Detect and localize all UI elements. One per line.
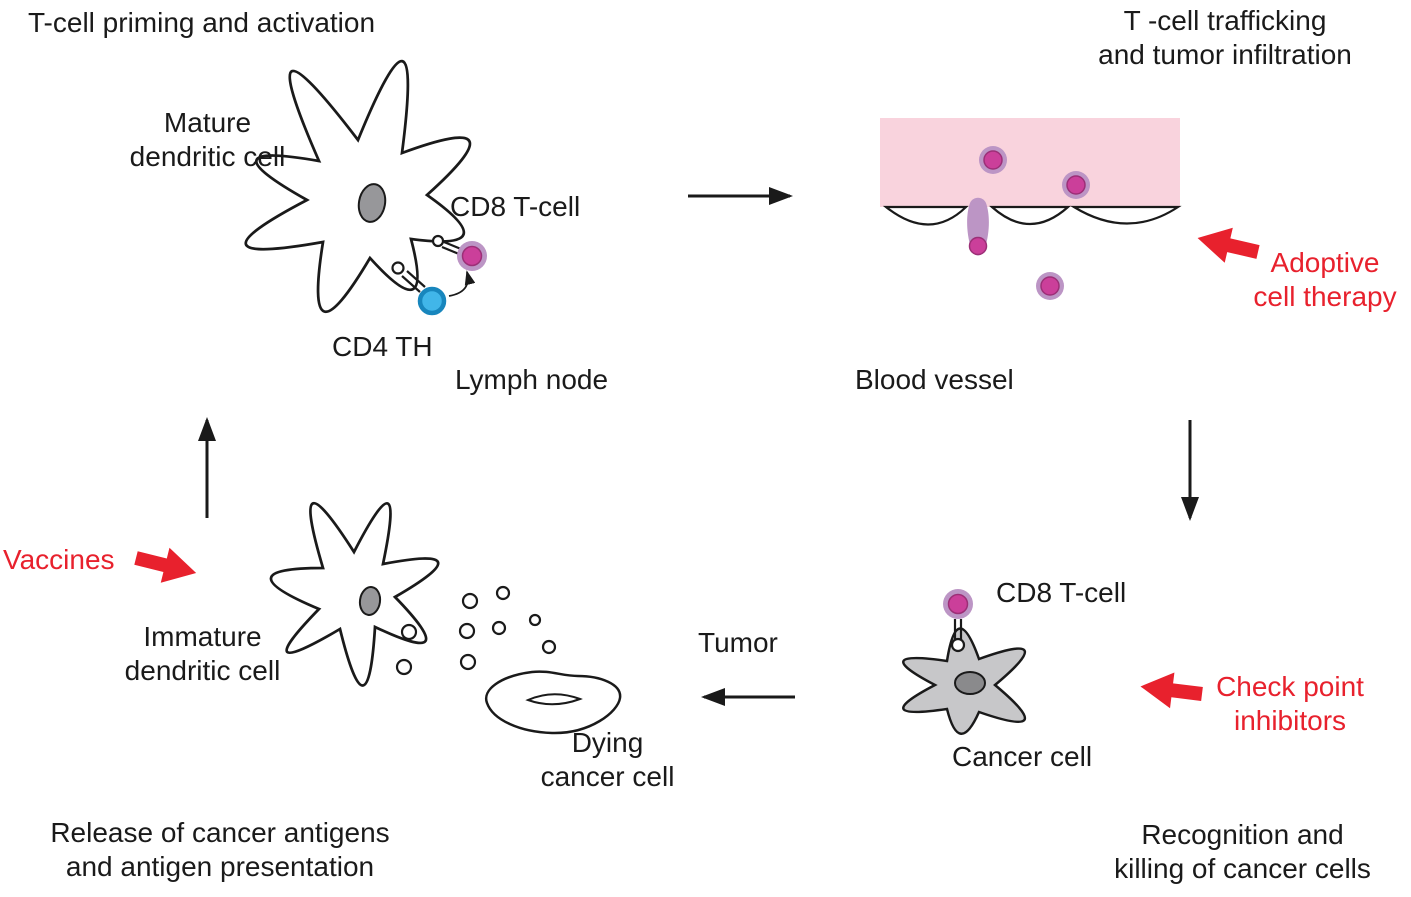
killing-synapse-connector (950, 619, 966, 653)
dying-cancer-cell-label: Dying cancer cell (540, 727, 675, 792)
cd8-top-label: CD8 T-cell (450, 191, 581, 222)
blood-vessel-label: Blood vessel (855, 364, 1014, 395)
therapy-arrows (134, 227, 1260, 709)
tcell-in-vessel-2 (1062, 171, 1090, 199)
step-title-priming: T-cell priming and activation (28, 7, 376, 38)
blood-vessel-lumen (880, 118, 1180, 207)
extravasated-tcell (1036, 272, 1064, 300)
endothelial-cells (882, 205, 1182, 226)
cancer-cell-nucleus (954, 671, 986, 695)
vaccines-label: Vaccines (3, 544, 115, 575)
cd8-bottom-label: CD8 T-cell (996, 577, 1127, 608)
cd4-th-label: CD4 TH (332, 331, 433, 362)
immature-dc-label: Immature dendritic cell (124, 621, 281, 686)
help-signal-arrow (448, 270, 476, 297)
step-title-trafficking: T -cell trafficking and tumor infiltrati… (1098, 5, 1352, 70)
mature-dendritic-cell (244, 59, 472, 313)
vaccines-arrow (134, 547, 197, 583)
immature-dc-nucleus (358, 586, 382, 616)
tumor-label: Tumor (698, 627, 778, 658)
dying-cancer-cell (484, 670, 622, 735)
mature-dc-nucleus (357, 183, 387, 223)
cd8-synapse-connector (431, 234, 462, 256)
mature-dc-label: Mature dendritic cell (129, 107, 286, 172)
adoptive-cell-therapy-arrow (1197, 227, 1260, 263)
transmigrating-tcell (967, 197, 989, 256)
adoptive-cell-therapy-label: Adoptive cell therapy (1253, 247, 1397, 312)
cd8-tcell-bottom (943, 589, 973, 619)
cancer-cell-label: Cancer cell (952, 741, 1093, 772)
tcell-in-vessel-1 (979, 146, 1007, 174)
immature-dendritic-cell (269, 501, 440, 687)
cancer-cell (902, 627, 1027, 735)
cycle-arrows (198, 187, 1199, 706)
cancer-antigen-particles (458, 585, 557, 671)
checkpoint-inhibitors-arrow (1140, 672, 1203, 709)
cd8-tcell-top (457, 241, 487, 271)
step-title-release: Release of cancer antigens and antigen p… (50, 817, 390, 882)
cd4-synapse-connector (391, 261, 426, 293)
checkpoint-inhibitors-label: Check point inhibitors (1216, 671, 1364, 736)
lymph-node-label: Lymph node (455, 364, 609, 395)
cd4-th-cell (417, 286, 447, 316)
step-title-recognition: Recognition and killing of cancer cells (1114, 819, 1371, 884)
